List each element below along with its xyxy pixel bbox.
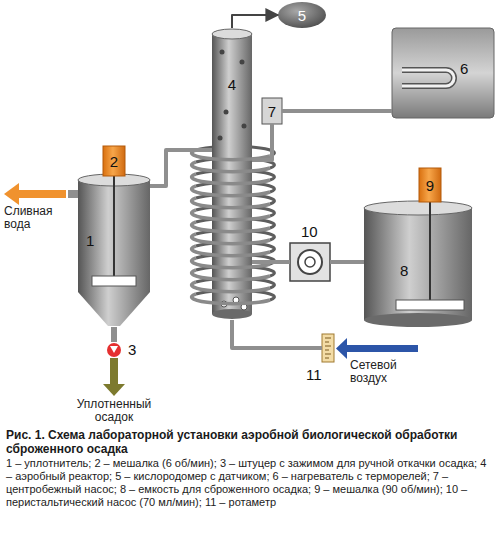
callout-number: 4 <box>228 76 236 93</box>
oxygen-meter <box>278 2 326 28</box>
callout-number: 3 <box>128 341 136 358</box>
inlet-label: Сетевой воздух <box>350 359 430 385</box>
heater: 6 <box>392 28 494 118</box>
peristaltic-pump <box>290 243 330 281</box>
heater <box>392 28 494 118</box>
centrifugal-pump: 7 <box>262 98 282 124</box>
callout-number: 1 <box>86 232 94 249</box>
centrifugal-pump <box>262 98 282 124</box>
pipe <box>252 260 290 264</box>
stirrer-motor <box>103 146 125 176</box>
digested-sludge-tank <box>364 201 472 327</box>
thickener-vessel <box>68 174 150 326</box>
callout-number: 6 <box>460 60 468 77</box>
air-arrow <box>336 338 418 359</box>
oxygen-meter: 5 <box>278 2 326 28</box>
caption-block: Рис. 1. Схема лабораторной установки аэр… <box>6 428 494 509</box>
rotameter: 11 <box>322 334 334 362</box>
pipe <box>111 327 117 342</box>
pipe <box>330 260 364 264</box>
pipe <box>282 109 392 113</box>
signal-arrow <box>232 15 278 28</box>
thickener-vessel: 1 <box>78 174 150 327</box>
pipe <box>252 124 272 160</box>
sludge-arrow <box>103 358 125 396</box>
coil-front <box>192 150 270 304</box>
pipe <box>150 150 212 186</box>
rotameter <box>322 334 334 362</box>
peristaltic-pump: 10 <box>290 243 330 281</box>
aerobic-reactor: 4 <box>212 28 252 320</box>
drain-arrow <box>4 183 66 205</box>
stirrer-motor: 9 <box>419 168 441 202</box>
pipe <box>232 320 322 348</box>
callout-number: 5 <box>298 7 306 24</box>
stirrer-motor <box>419 168 441 202</box>
digested-sludge-tank: 8 <box>364 200 472 328</box>
stirrer-motor: 2 <box>103 146 125 176</box>
figure-caption: Рис. 1. Схема лабораторной установки аэр… <box>6 428 494 456</box>
outlet-label: Уплотненный осадок <box>66 398 162 424</box>
callout-number: 10 <box>301 223 318 240</box>
valve <box>107 343 121 357</box>
callout-number: 11 <box>306 366 322 383</box>
valve: 3 <box>106 342 122 358</box>
legend-text: 1 – уплотнитель; 2 – мешалка (6 об/мин);… <box>6 457 494 509</box>
aerobic-reactor <box>212 29 252 319</box>
callout-number: 9 <box>426 177 434 194</box>
callout-number: 8 <box>400 262 408 279</box>
outlet-label: Сливная вода <box>4 205 80 231</box>
callout-number: 2 <box>110 153 118 170</box>
callout-number: 7 <box>268 103 276 120</box>
